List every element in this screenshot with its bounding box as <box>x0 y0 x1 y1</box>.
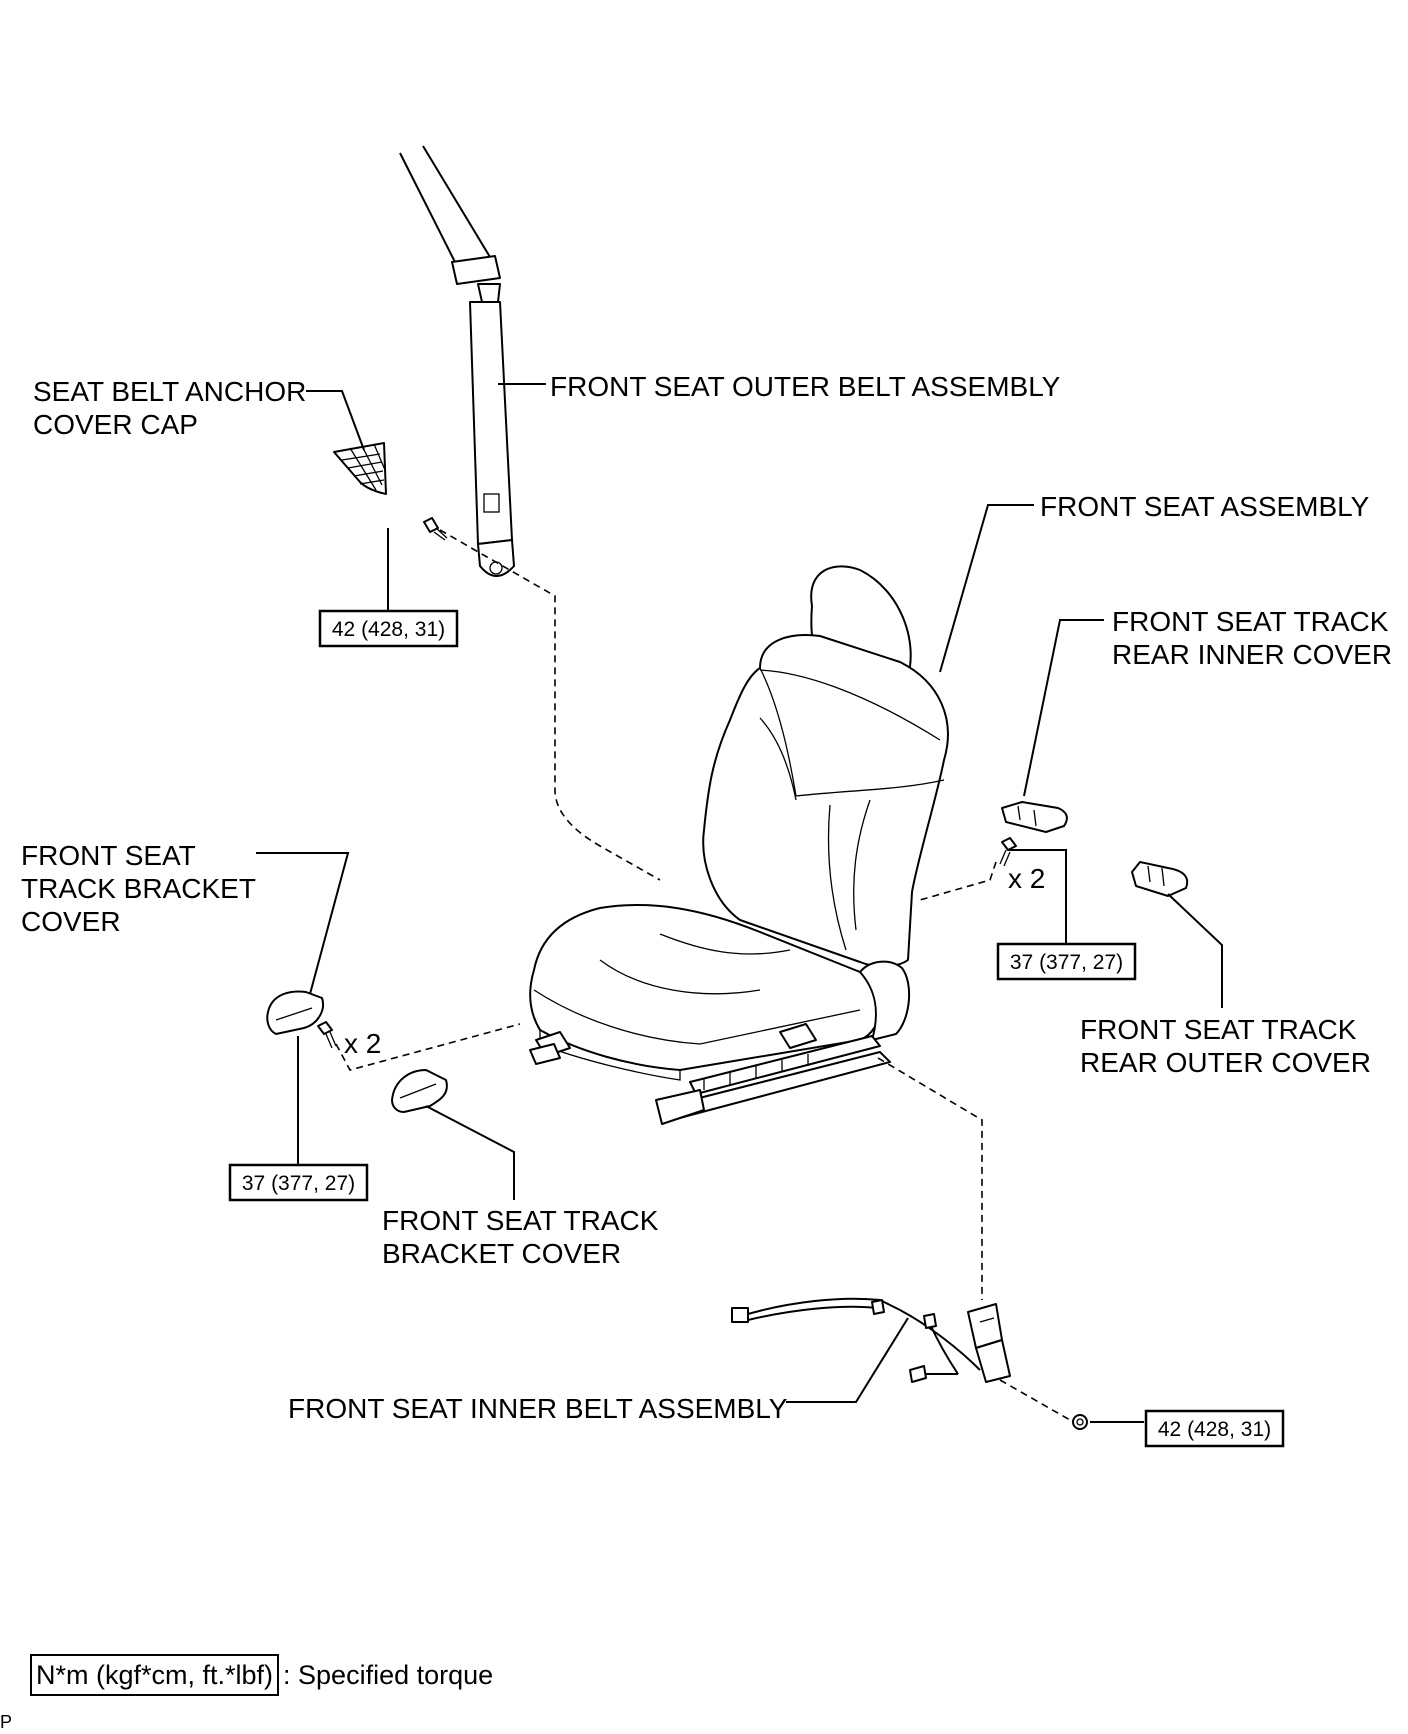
bracket-cover-left-label-line3: COVER <box>21 906 121 937</box>
rear-outer-cover-drawing <box>1131 861 1189 897</box>
torque-box-outer-belt: 42 (428, 31) <box>318 609 459 648</box>
outer-belt-label: FRONT SEAT OUTER BELT ASSEMBLY <box>550 371 1061 402</box>
rear-inner-cover-label-line2: REAR INNER COVER <box>1112 639 1392 670</box>
installation-lines <box>335 529 1071 1421</box>
bracket-cover-left-drawing <box>266 990 324 1035</box>
outer-belt-bolt-icon <box>423 517 448 541</box>
figure-code: P <box>0 1712 13 1732</box>
torque-box-inner-belt: 42 (428, 31) <box>1144 1409 1285 1448</box>
bracket-cover-center-label-line1: FRONT SEAT TRACK <box>382 1205 659 1236</box>
torque-box-front-track: 37 (377, 27) <box>228 1163 369 1202</box>
rear-bolts-quantity: x 2 <box>1008 863 1045 894</box>
inner-belt-drawing <box>731 1297 1011 1383</box>
bracket-cover-left-label-line1: FRONT SEAT <box>21 840 196 871</box>
rear-inner-cover-drawing <box>1001 801 1068 833</box>
torque-box-rear-track: 37 (377, 27) <box>996 942 1137 981</box>
rear-inner-cover-label-line1: FRONT SEAT TRACK <box>1112 606 1389 637</box>
bracket-cover-center-label-line2: BRACKET COVER <box>382 1238 621 1269</box>
torque-unit-box: N*m (kgf*cm, ft.*lbf) <box>30 1654 280 1696</box>
anchor-cap-label-line1: SEAT BELT ANCHOR <box>33 376 306 407</box>
seat-assembly-label: FRONT SEAT ASSEMBLY <box>1040 491 1370 522</box>
bracket-cover-left-label-line2: TRACK BRACKET <box>21 873 256 904</box>
torque-legend: N*m (kgf*cm, ft.*lbf) : Specified torque <box>30 1653 493 1697</box>
inner-belt-nut-icon <box>1072 1414 1088 1430</box>
rear-outer-cover-label-line1: FRONT SEAT TRACK <box>1080 1014 1357 1045</box>
torque-value-outer-belt: 42 (428, 31) <box>332 618 445 641</box>
anchor-cap-label-line2: COVER CAP <box>33 409 198 440</box>
torque-value-rear-track: 37 (377, 27) <box>1010 951 1123 974</box>
front-seat-drawing <box>529 565 949 1125</box>
front-bolts-quantity: x 2 <box>344 1028 381 1059</box>
front-track-bolt-icon <box>317 1021 337 1049</box>
rear-track-bolt-icon <box>999 837 1017 867</box>
torque-value-inner-belt: 42 (428, 31) <box>1158 1418 1271 1441</box>
leader-lines <box>256 383 1223 1423</box>
anchor-cover-cap-drawing <box>333 442 387 495</box>
torque-value-front-track: 37 (377, 27) <box>242 1172 355 1195</box>
outer-belt-drawing <box>399 145 515 577</box>
torque-legend-text: : Specified torque <box>283 1659 494 1690</box>
bracket-cover-center-drawing <box>391 1069 448 1113</box>
rear-outer-cover-label-line2: REAR OUTER COVER <box>1080 1047 1371 1078</box>
inner-belt-label: FRONT SEAT INNER BELT ASSEMBLY <box>288 1393 788 1424</box>
